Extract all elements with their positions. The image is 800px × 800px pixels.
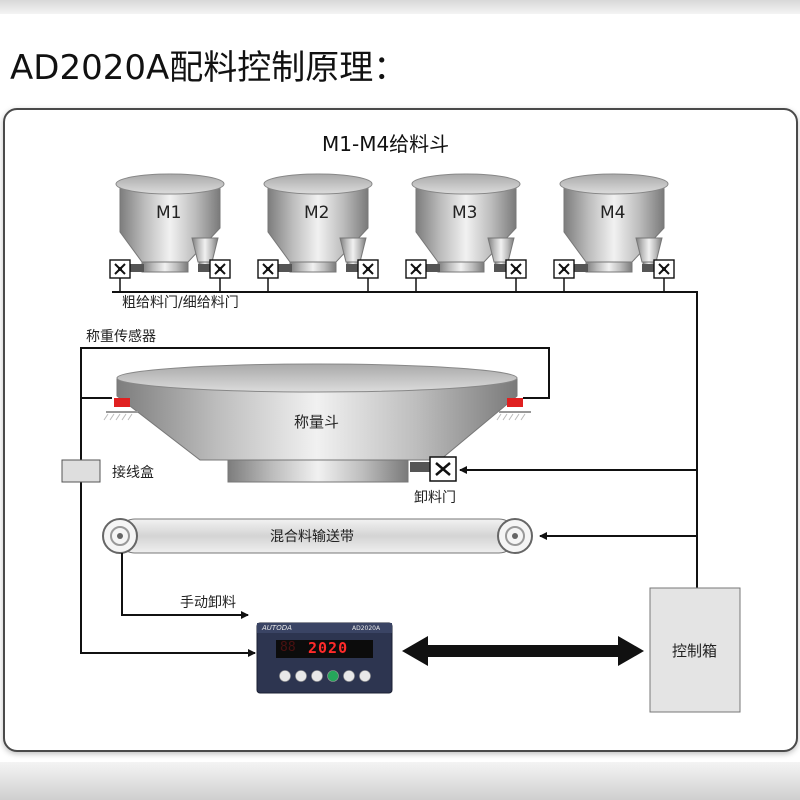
comm-arrow (402, 636, 644, 666)
discharge-gate-label: 卸料门 (414, 490, 456, 506)
control-box-label: 控制箱 (672, 642, 718, 660)
coarse-gate-valve-1 (109, 259, 131, 292)
conveyor-belt (102, 518, 533, 554)
controller-display-value: 2020 (308, 639, 349, 657)
hopper-3 (405, 173, 527, 292)
weigh-hopper (116, 363, 518, 483)
control-box (649, 587, 741, 713)
controller-key-4 (327, 670, 339, 682)
controller-key-6 (359, 670, 371, 682)
hopper-label-2: M2 (304, 203, 330, 223)
junction-box (61, 459, 101, 483)
bottom-band (0, 762, 800, 800)
fine-gate-valve-3 (505, 259, 527, 292)
gate-bus-line (112, 291, 698, 588)
hopper-label-3: M3 (452, 203, 478, 223)
controller-key-5 (343, 670, 355, 682)
load-cell-left (103, 398, 138, 421)
gates-label: 粗给料门/细给料门 (122, 295, 239, 311)
fine-gate-valve-1 (209, 259, 231, 292)
coarse-gate-valve-3 (405, 259, 427, 292)
controller-display-prefix: 88 (280, 640, 296, 655)
hopper-1 (109, 173, 231, 292)
controller-key-2 (295, 670, 307, 682)
weighing-controller (256, 622, 393, 694)
hoppers-title: M1-M4给料斗 (322, 132, 450, 156)
load-cell-right (496, 398, 531, 421)
sensor-wiring (80, 347, 550, 590)
controller-buttons (279, 670, 371, 682)
manual-discharge-line (121, 553, 249, 619)
coarse-gate-valve-2 (257, 259, 279, 292)
hopper-4 (553, 173, 675, 292)
coarse-gate-valve-4 (553, 259, 575, 292)
fine-gate-valve-4 (653, 259, 675, 292)
discharge-gate-valve (410, 456, 457, 482)
hopper-label-1: M1 (156, 203, 182, 223)
conveyor-label: 混合料输送带 (270, 529, 354, 545)
sensor-signal-line (80, 590, 256, 657)
controller-brand: AUTODA (262, 624, 292, 632)
junction-box-label: 接线盒 (112, 465, 154, 481)
sensor-label: 称重传感器 (86, 329, 156, 345)
hopper-2 (257, 173, 379, 292)
top-band (0, 0, 800, 14)
controller-key-3 (311, 670, 323, 682)
fine-gate-valve-2 (357, 259, 379, 292)
controller-key-1 (279, 670, 291, 682)
page-title: AD2020A配料控制原理： (10, 48, 408, 88)
manual-discharge-label: 手动卸料 (180, 595, 236, 611)
weigh-hopper-label: 称量斗 (294, 413, 340, 431)
controller-model: AD2020A (352, 625, 381, 632)
hopper-label-4: M4 (600, 203, 626, 223)
feed-hoppers (109, 173, 675, 292)
